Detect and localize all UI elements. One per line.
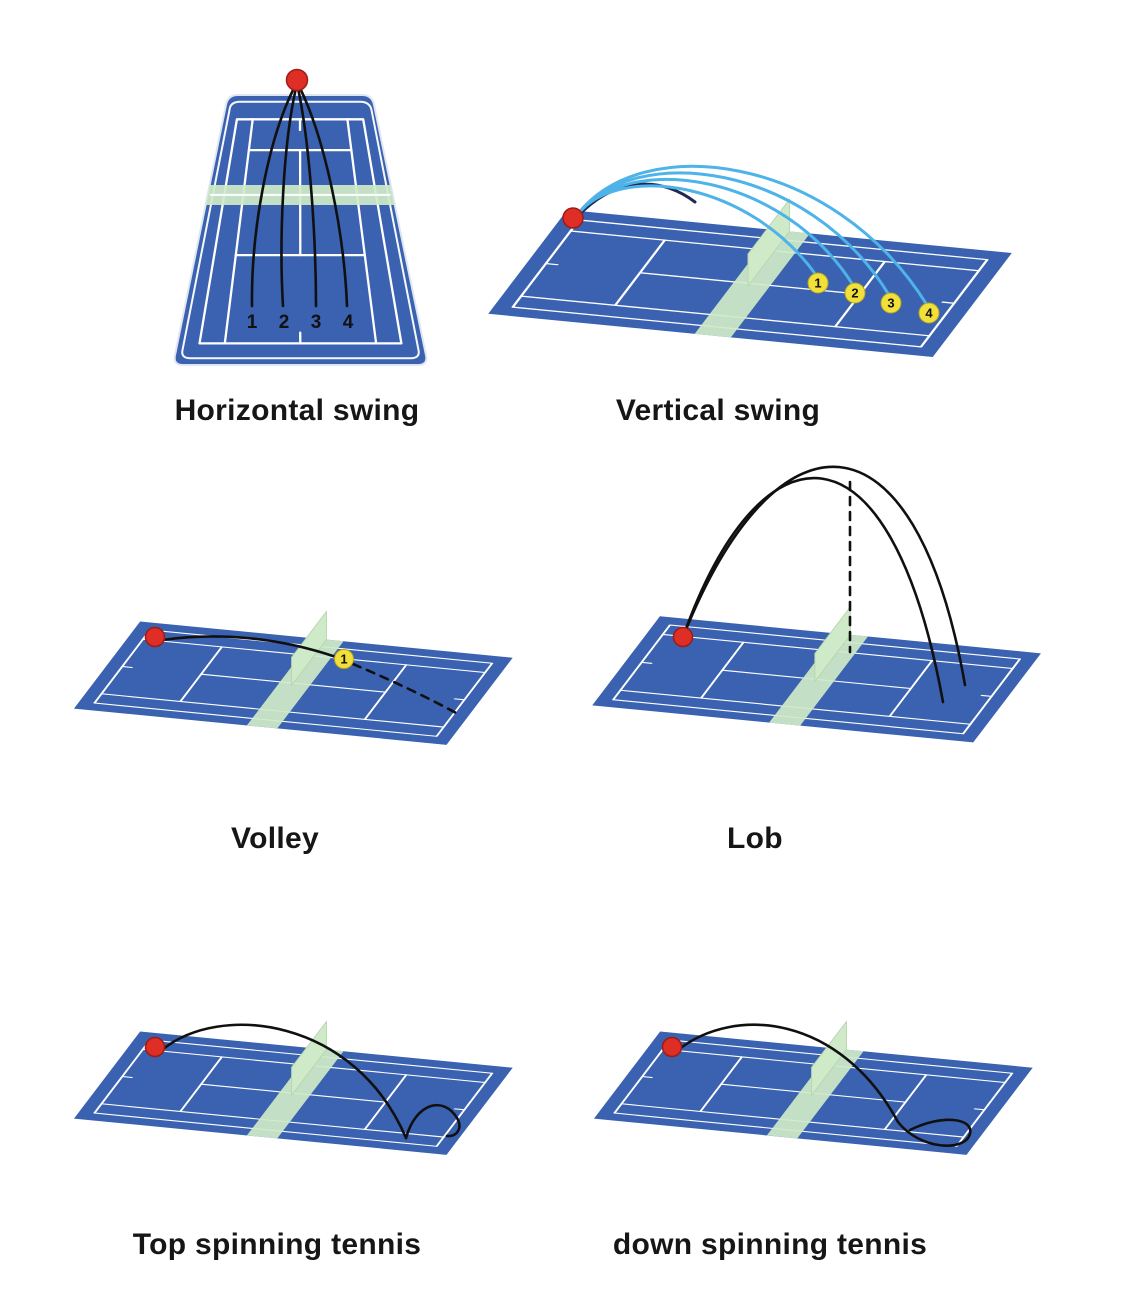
landing-number-3: 3 <box>311 312 322 333</box>
landing-number-1: 1 <box>247 312 258 333</box>
tennis-ball <box>672 626 694 648</box>
trajectory-3 <box>296 86 318 308</box>
trajectory-4 <box>298 86 349 308</box>
backspin-arc <box>676 1023 900 1124</box>
panel-down-spin <box>592 1020 1034 1156</box>
net-wall <box>291 1020 327 1097</box>
landing-number-4: 4 <box>343 312 354 333</box>
arc-4 <box>576 164 929 307</box>
arc-3 <box>576 171 891 297</box>
tennis-ball <box>144 1036 166 1058</box>
label-vertical-swing: Vertical swing <box>615 394 821 427</box>
lob-arc-1 <box>681 476 945 704</box>
panel-top-spin <box>72 1020 514 1156</box>
panel-lob <box>591 465 1043 744</box>
volley-trajectory-dashed <box>351 662 460 716</box>
trajectory-1 <box>250 86 296 308</box>
arc-2 <box>576 178 855 287</box>
volley-marker-number: 1 <box>340 652 347 667</box>
court-top-view <box>173 94 428 366</box>
net-wall <box>811 1020 847 1097</box>
svg-text:1: 1 <box>814 276 821 291</box>
volley-trajectory-solid <box>160 635 338 659</box>
label-horizontal-swing: Horizontal swing <box>174 394 420 427</box>
topspin-arc <box>160 1023 408 1140</box>
landing-number-2: 2 <box>279 312 290 333</box>
racket-swing-arc <box>576 182 697 218</box>
lob-arc-2 <box>681 465 967 687</box>
svg-text:4: 4 <box>925 306 933 321</box>
panel-horizontal-swing: 1 2 3 4 <box>173 68 428 366</box>
bounce-markers: 1 2 3 4 <box>807 272 940 324</box>
panel-vertical-swing: 1 2 3 4 <box>486 164 1014 359</box>
volley-marker <box>334 649 354 669</box>
topspin-bounce <box>404 1103 461 1140</box>
svg-text:3: 3 <box>887 296 894 311</box>
label-volley: Volley <box>231 822 319 855</box>
tennis-ball <box>562 207 584 229</box>
svg-text:2: 2 <box>851 286 858 301</box>
tennis-ball <box>285 68 309 92</box>
panel-volley: 1 <box>72 610 514 746</box>
swing-trajectories <box>250 86 349 308</box>
ball-arcs <box>576 164 929 307</box>
tennis-ball <box>144 626 166 648</box>
label-down-spin: down spinning tennis <box>612 1228 928 1261</box>
label-top-spin: Top spinning tennis <box>132 1228 422 1261</box>
tennis-ball <box>661 1036 683 1058</box>
trajectory-2 <box>280 86 298 308</box>
backspin-curl <box>896 1118 972 1147</box>
net-wall <box>747 197 790 288</box>
label-lob: Lob <box>727 822 783 855</box>
